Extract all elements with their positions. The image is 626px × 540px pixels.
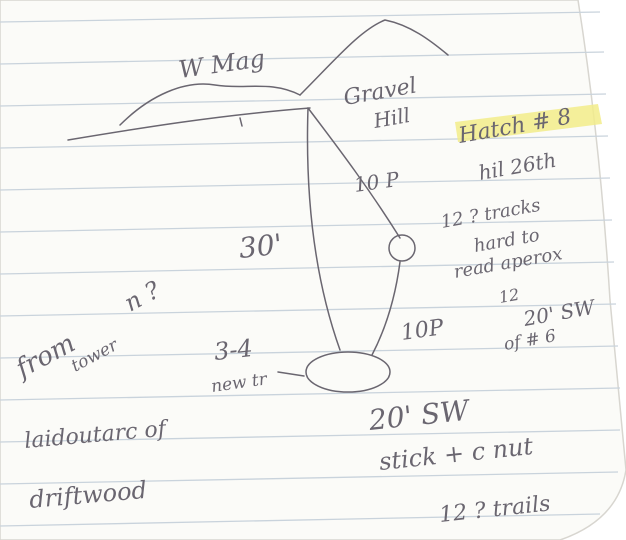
oval-arrow (277, 371, 305, 377)
note-3-4: 3-4 (213, 334, 254, 366)
rule-line (0, 219, 613, 233)
rule-line (0, 345, 619, 359)
rule-line (0, 11, 601, 23)
ruled-lines (0, 11, 621, 527)
rule-line (0, 261, 615, 275)
pencil-sketch (67, 19, 449, 393)
rule-line (0, 303, 617, 317)
marker-circle (388, 234, 416, 262)
rule-line (0, 93, 607, 107)
note-10p-lower: 10P (399, 315, 446, 346)
rule-line (0, 513, 601, 527)
hill-right (299, 19, 449, 96)
rule-line (0, 471, 619, 485)
note-30ft: 30' (237, 228, 284, 265)
note-twelve-small: 12 (497, 285, 520, 307)
circle-to-oval (371, 261, 401, 356)
horizon-tick (239, 117, 243, 127)
mound-oval (305, 351, 391, 393)
hatch-highlight (455, 104, 602, 142)
line-to-mound (306, 107, 341, 351)
rule-line (0, 387, 621, 401)
hill-left (119, 83, 301, 126)
rule-line (0, 135, 609, 149)
rule-line (0, 51, 605, 65)
line-to-circle (307, 107, 401, 239)
rule-line (0, 429, 621, 443)
horizon-line (67, 107, 311, 141)
rule-line (0, 177, 611, 191)
